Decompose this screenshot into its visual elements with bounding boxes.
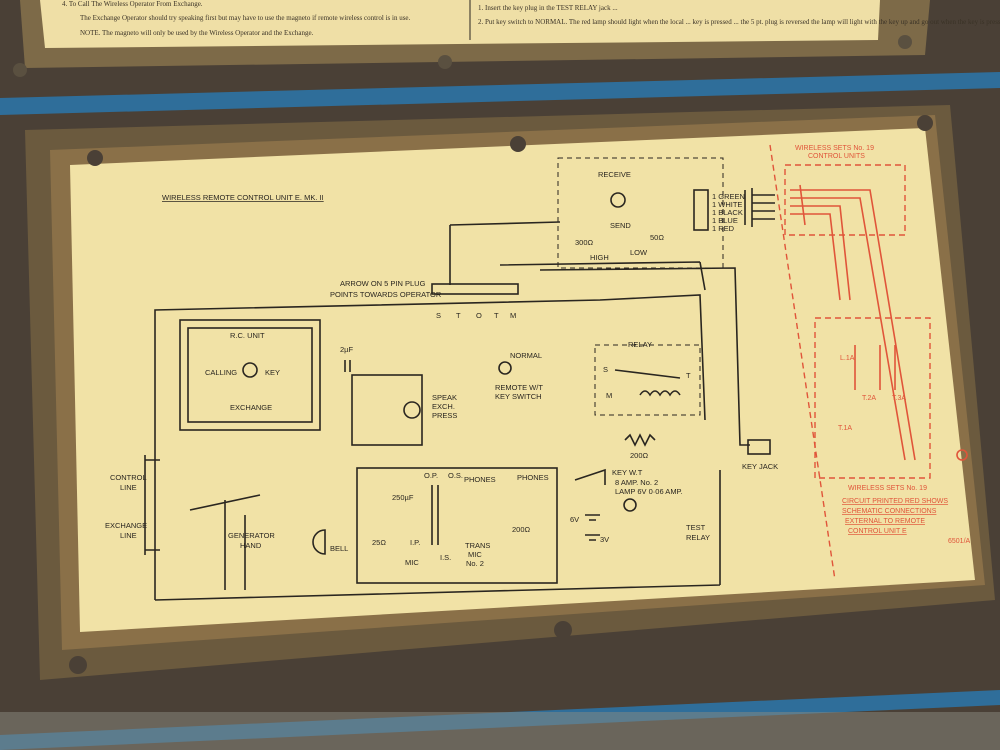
cap-250uf-label: 250µF: [392, 493, 414, 502]
five-pin-plug: [431, 283, 519, 295]
top-step-1: 1. Insert the key plug in the TEST RELAY…: [478, 4, 618, 12]
os-label: O.S.: [448, 471, 463, 480]
normal-label: NORMAL: [510, 351, 542, 360]
pin-label: T: [494, 311, 499, 320]
drawing-number: 6501/A: [948, 538, 971, 545]
wire-label: 1 WHITE: [712, 200, 742, 209]
red-note: CONTROL UNIT E: [848, 528, 907, 535]
key-wt-label: KEY W.T: [612, 468, 643, 477]
ip-label: I.P.: [410, 538, 420, 547]
red-note: CIRCUIT PRINTED RED SHOWS: [842, 498, 948, 505]
res-25-label: 25Ω: [372, 538, 386, 547]
plug-note-line2: POINTS TOWARDS OPERATOR: [330, 290, 442, 299]
red-t3-label: T.3A: [892, 395, 906, 402]
calling-key-block: [179, 319, 321, 431]
res-200-label: 200Ω: [630, 451, 649, 460]
res-50-label: 50Ω: [650, 233, 664, 242]
screw-icon: [87, 150, 103, 166]
phones-label: PHONES: [517, 473, 549, 482]
generator-label: GENERATOR: [228, 531, 275, 540]
top-step-2: 2. Put key switch to NORMAL. The red lam…: [478, 18, 1000, 26]
screw-icon: [510, 136, 526, 152]
red-note: EXTERNAL TO REMOTE: [845, 518, 925, 525]
screw-icon: [554, 621, 572, 639]
trans-label: TRANS: [465, 541, 490, 550]
pin-label: M: [510, 311, 516, 320]
screw-icon: [438, 55, 452, 69]
wire-label: 1 BLUE: [712, 216, 738, 225]
high-label: HIGH: [590, 253, 609, 262]
key-jack-label: KEY JACK: [742, 462, 778, 471]
top-instruction-plate: 4. To Call The Wireless Operator From Ex…: [13, 0, 1000, 77]
red-header: WIRELESS SETS No. 19: [795, 145, 874, 152]
wire-label: 1 BLACK: [712, 208, 743, 217]
calling-label: CALLING: [205, 368, 237, 377]
trans-label: No. 2: [466, 559, 484, 568]
key-label: KEY: [265, 368, 280, 377]
mic-label: MIC: [405, 558, 419, 567]
plug-note-line1: ARROW ON 5 PIN PLUG: [340, 279, 426, 288]
exchange-label: EXCHANGE: [230, 403, 272, 412]
low-label: LOW: [630, 248, 648, 257]
red-header: CONTROL UNITS: [808, 153, 865, 160]
res-200b-label: 200Ω: [512, 525, 531, 534]
trans-label: MIC: [468, 550, 482, 559]
speak-label: EXCH.: [432, 402, 455, 411]
diagram-plate: [70, 128, 975, 632]
generator-label: HAND: [240, 541, 262, 550]
top-paragraph: The Exchange Operator should try speakin…: [80, 14, 411, 22]
is-label: I.S.: [440, 553, 451, 562]
control-line-label: CONTROL: [110, 473, 147, 482]
top-note: NOTE. The magneto will only be used by t…: [80, 29, 314, 37]
exchange-line-label: EXCHANGE: [105, 521, 147, 530]
schematic: WIRELESS REMOTE CONTROL UNIT E. MK. II A…: [105, 144, 971, 601]
screw-icon: [898, 35, 912, 49]
diagram-title: WIRELESS REMOTE CONTROL UNIT E. MK. II: [162, 193, 324, 202]
6v-label: 6V: [570, 515, 579, 524]
remote-switch-label: KEY SWITCH: [495, 392, 542, 401]
cap-2uf-label: 2µF: [340, 345, 353, 354]
bell-icon: [312, 529, 326, 555]
lamp-icon: [623, 498, 637, 512]
pin-label: S: [436, 311, 441, 320]
pin-label: T: [456, 311, 461, 320]
receive-label: RECEIVE: [598, 170, 631, 179]
send-label: SEND: [610, 221, 631, 230]
red-t2-label: T.2A: [862, 395, 876, 402]
res-300-label: 300Ω: [575, 238, 594, 247]
pin-label: O: [476, 311, 482, 320]
red-l1-label: L.1A: [840, 355, 855, 362]
lamp-label: 8 AMP. No. 2: [615, 478, 658, 487]
3v-label: 3V: [600, 535, 609, 544]
red-t1-label: T.1A: [838, 425, 852, 432]
red-note: SCHEMATIC CONNECTIONS: [842, 508, 937, 515]
phones-label: PHONES: [464, 475, 496, 484]
speak-label: PRESS: [432, 411, 457, 420]
screw-icon: [13, 63, 27, 77]
top-heading: 4. To Call The Wireless Operator From Ex…: [62, 0, 203, 8]
lamp-label: LAMP 6V 0·06 AMP.: [615, 487, 683, 496]
exchange-line-label: LINE: [120, 531, 137, 540]
relay-label: RELAY: [628, 340, 652, 349]
test-relay-label: TEST: [686, 523, 706, 532]
relay-s-label: S: [603, 365, 608, 374]
wire-label: 1 RED: [712, 224, 735, 233]
test-relay-label: RELAY: [686, 533, 710, 542]
hinge-top: [0, 72, 1000, 115]
op-label: O.P.: [424, 471, 438, 480]
remote-switch-label: REMOTE W/T: [495, 383, 543, 392]
relay-t-label: T: [686, 371, 691, 380]
speak-label: SPEAK: [432, 393, 457, 402]
control-line-label: LINE: [120, 483, 137, 492]
wire-label: 1 GREEN: [712, 192, 745, 201]
screw-icon: [917, 115, 933, 131]
relay-m-label: M: [606, 391, 612, 400]
bell-label: BELL: [330, 544, 348, 553]
red-sets-label: WIRELESS SETS No. 19: [848, 485, 927, 492]
screw-icon: [69, 656, 87, 674]
rc-unit-label: R.C. UNIT: [230, 331, 265, 340]
